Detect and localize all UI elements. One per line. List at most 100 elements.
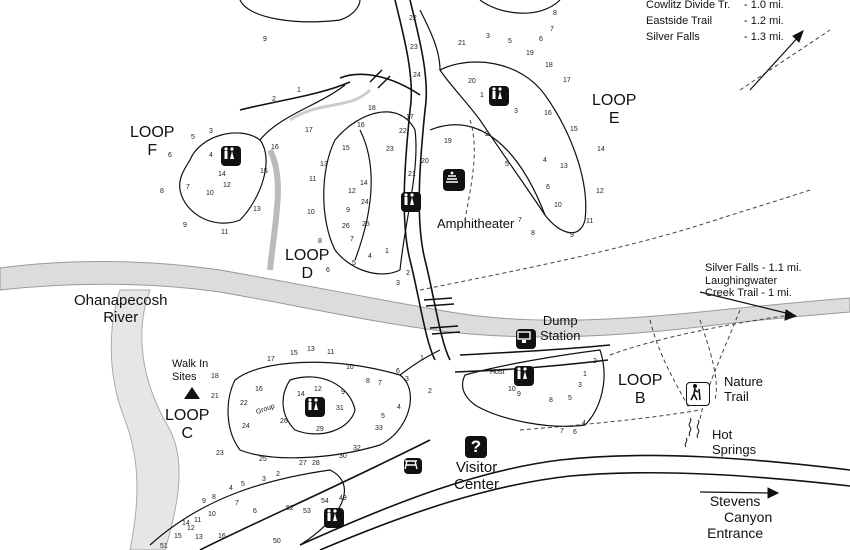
dump-station-icon (516, 329, 536, 349)
campsite-number: 9 (183, 222, 187, 229)
campsite-number: 1 (583, 371, 587, 378)
campsite-number: 14 (297, 391, 305, 398)
campsite-number: 14 (360, 180, 368, 187)
campsite-number: 12 (596, 188, 604, 195)
campsite-number: 25 (362, 221, 370, 228)
campsite-number: 21 (408, 171, 416, 178)
campsite-number: 6 (546, 184, 550, 191)
campsite-number: 8 (212, 494, 216, 501)
campsite-number: 17 (267, 356, 275, 363)
campsite-number: 15 (570, 126, 578, 133)
campsite-number: 10 (554, 202, 562, 209)
campsite-number: 14 (182, 520, 190, 527)
campsite-number: 31 (336, 405, 344, 412)
campsite-number: 2 (276, 471, 280, 478)
loop-f-roads (179, 84, 346, 224)
campsite-number: 3 (396, 280, 400, 287)
campsite-number: 5 (352, 260, 356, 267)
restroom-icon (489, 86, 509, 106)
campsite-number: 9 (346, 207, 350, 214)
amphitheater-icon (443, 169, 465, 191)
campsite-number: 6 (396, 368, 400, 375)
campsite-number: 12 (314, 386, 322, 393)
campsite-number: 6 (168, 152, 172, 159)
campsite-number: 9 (263, 36, 267, 43)
campsite-number: 9 (341, 389, 345, 396)
legend-row: Eastside Trail (646, 15, 713, 27)
campsite-number: 16 (218, 533, 226, 540)
campsite-number: 5 (241, 481, 245, 488)
campsite-number: 7 (560, 428, 564, 435)
restroom-icon (324, 508, 344, 528)
campsite-number: 20 (468, 78, 476, 85)
campsite-number: 1 (385, 248, 389, 255)
campsite-number: 11 (586, 218, 594, 225)
campsite-number: 2 (593, 358, 597, 365)
campsite-number: 22 (399, 128, 407, 135)
campsite-number: 11 (221, 229, 229, 236)
campsite-number: 7 (378, 380, 382, 387)
campsite-number: 20 (421, 158, 429, 165)
campsite-number: 19 (444, 138, 452, 145)
campsite-number: 15 (174, 533, 182, 540)
campsite-number: 8 (160, 188, 164, 195)
campsite-number: 23 (410, 44, 418, 51)
campsite-number: 13 (307, 346, 315, 353)
campsite-number: 24 (361, 199, 369, 206)
legend-row: Cowlitz Divide Tr. (646, 0, 731, 11)
campsite-number: 8 (553, 10, 557, 17)
campsite-number: 13 (560, 163, 568, 170)
campsite-number: 26 (342, 223, 350, 230)
campsite-number: 28 (312, 460, 320, 467)
campsite-number: 7 (235, 500, 239, 507)
campsite-number: 54 (321, 498, 329, 505)
trail-arrows (699, 29, 804, 499)
campsite-number: 3 (405, 376, 409, 383)
campsite-number: 12 (223, 182, 231, 189)
restroom-icon (305, 397, 325, 417)
campsite-number: 3 (514, 108, 518, 115)
legend-dist: - 1.3 mi. (744, 31, 784, 43)
campsite-number: 4 (229, 485, 233, 492)
legend-row: Silver Falls (646, 31, 700, 43)
campsite-number: 53 (303, 508, 311, 515)
campsite-number: 22 (409, 15, 417, 22)
campsite-number: 1 (297, 87, 301, 94)
campsite-number: 22 (240, 400, 248, 407)
campsite-number: 50 (273, 538, 281, 545)
campsite-number: 9 (570, 232, 574, 239)
campsite-number: 17 (406, 114, 414, 121)
campsite-number: 4 (209, 152, 213, 159)
campsite-number: 12 (187, 525, 195, 532)
tent-icon (184, 387, 200, 399)
campsite-number: 11 (309, 176, 317, 183)
campsite-number: 13 (320, 161, 328, 168)
campsite-number: 5 (568, 395, 572, 402)
amphitheater-label: Amphitheater (437, 216, 515, 231)
campsite-number: 3 (262, 476, 266, 483)
top-loop-roads (239, 0, 561, 23)
campsite-number: 5 (191, 134, 195, 141)
campsite-number: 16 (544, 110, 552, 117)
ohanapecosh-river (0, 88, 850, 550)
campsite-number: 16 (255, 386, 263, 393)
restroom-icon (514, 366, 534, 386)
campsite-number: 5 (508, 38, 512, 45)
campsite-number: 4 (397, 404, 401, 411)
campsite-number: 19 (526, 50, 534, 57)
hiker-icon (686, 382, 710, 406)
campsite-number: 2 (428, 388, 432, 395)
bridges (369, 69, 461, 335)
campsite-number: 10 (508, 386, 516, 393)
loop-c-roads (227, 349, 441, 459)
